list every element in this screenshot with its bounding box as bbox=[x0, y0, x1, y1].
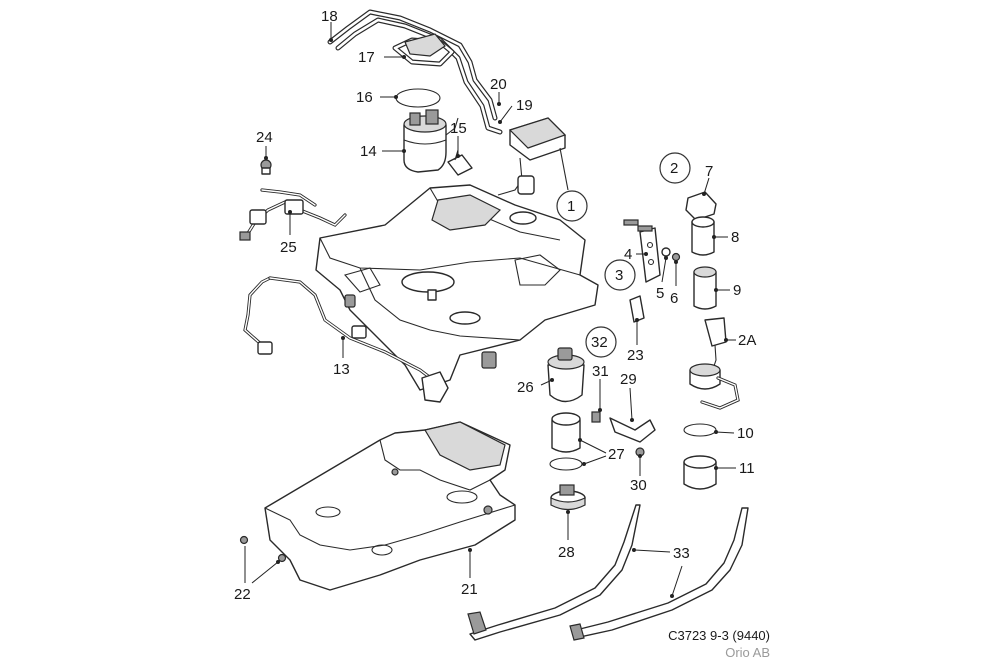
wiring-harness-13 bbox=[243, 276, 449, 403]
cap-28 bbox=[550, 484, 586, 511]
label-31: 31 bbox=[592, 363, 609, 380]
seal-ring-16 bbox=[395, 88, 441, 108]
group-circle-3 bbox=[604, 259, 636, 291]
label-30: 30 bbox=[630, 477, 647, 494]
label-28: 28 bbox=[558, 544, 575, 561]
label-2a: 2A bbox=[738, 332, 756, 349]
label-23: 23 bbox=[627, 347, 644, 364]
fuel-pump-module-14 bbox=[403, 109, 459, 173]
mounting-plate-4 bbox=[623, 219, 681, 283]
bracket-29 bbox=[591, 411, 656, 457]
label-29: 29 bbox=[620, 371, 637, 388]
canister-19 bbox=[497, 117, 569, 196]
label-17: 17 bbox=[358, 49, 375, 66]
label-1: 1 bbox=[567, 198, 575, 215]
tank-straps-33 bbox=[467, 504, 749, 641]
label-10: 10 bbox=[737, 425, 754, 442]
leader-lines bbox=[244, 22, 736, 598]
group-circle-2 bbox=[659, 152, 691, 184]
group-circle-1 bbox=[556, 190, 588, 222]
label-15: 15 bbox=[450, 120, 467, 137]
label-9: 9 bbox=[733, 282, 741, 299]
label-16: 16 bbox=[356, 89, 373, 106]
heat-shield-21 bbox=[264, 421, 516, 591]
clip-23 bbox=[629, 295, 645, 323]
diagram-caption: C3723 9-3 (9440) Orio AB bbox=[668, 627, 770, 661]
label-32: 32 bbox=[591, 334, 608, 351]
label-4: 4 bbox=[624, 246, 632, 263]
label-24: 24 bbox=[256, 129, 273, 146]
label-14: 14 bbox=[360, 143, 377, 160]
label-26: 26 bbox=[517, 379, 534, 396]
label-19: 19 bbox=[516, 97, 533, 114]
label-33: 33 bbox=[673, 545, 690, 562]
group-circle-32 bbox=[585, 326, 617, 358]
label-20: 20 bbox=[490, 76, 507, 93]
filter-bracket-15 bbox=[447, 149, 473, 176]
label-25: 25 bbox=[280, 239, 297, 256]
label-7: 7 bbox=[705, 163, 713, 180]
part-labels: 18 17 16 14 15 20 19 24 25 13 21 22 1 2 … bbox=[234, 8, 756, 603]
label-27: 27 bbox=[608, 446, 625, 463]
diagram-code: C3723 9-3 (9440) bbox=[668, 628, 770, 643]
label-18: 18 bbox=[321, 8, 338, 25]
filter-housing-26 bbox=[547, 347, 585, 403]
label-22: 22 bbox=[234, 586, 251, 603]
fuel-lines bbox=[327, 9, 503, 135]
diagram-credit: Orio AB bbox=[725, 645, 770, 660]
label-11: 11 bbox=[739, 460, 755, 477]
label-3: 3 bbox=[615, 267, 623, 284]
label-8: 8 bbox=[731, 229, 739, 246]
bolts-22 bbox=[239, 535, 287, 563]
label-6: 6 bbox=[670, 290, 678, 307]
label-13: 13 bbox=[333, 361, 350, 378]
label-21: 21 bbox=[461, 581, 478, 598]
fuel-tank-1 bbox=[315, 184, 599, 391]
label-5: 5 bbox=[656, 285, 664, 302]
label-2: 2 bbox=[670, 160, 678, 177]
wiring-harness-25 bbox=[239, 188, 347, 241]
sensor-24 bbox=[260, 159, 272, 175]
filter-27 bbox=[549, 412, 583, 471]
